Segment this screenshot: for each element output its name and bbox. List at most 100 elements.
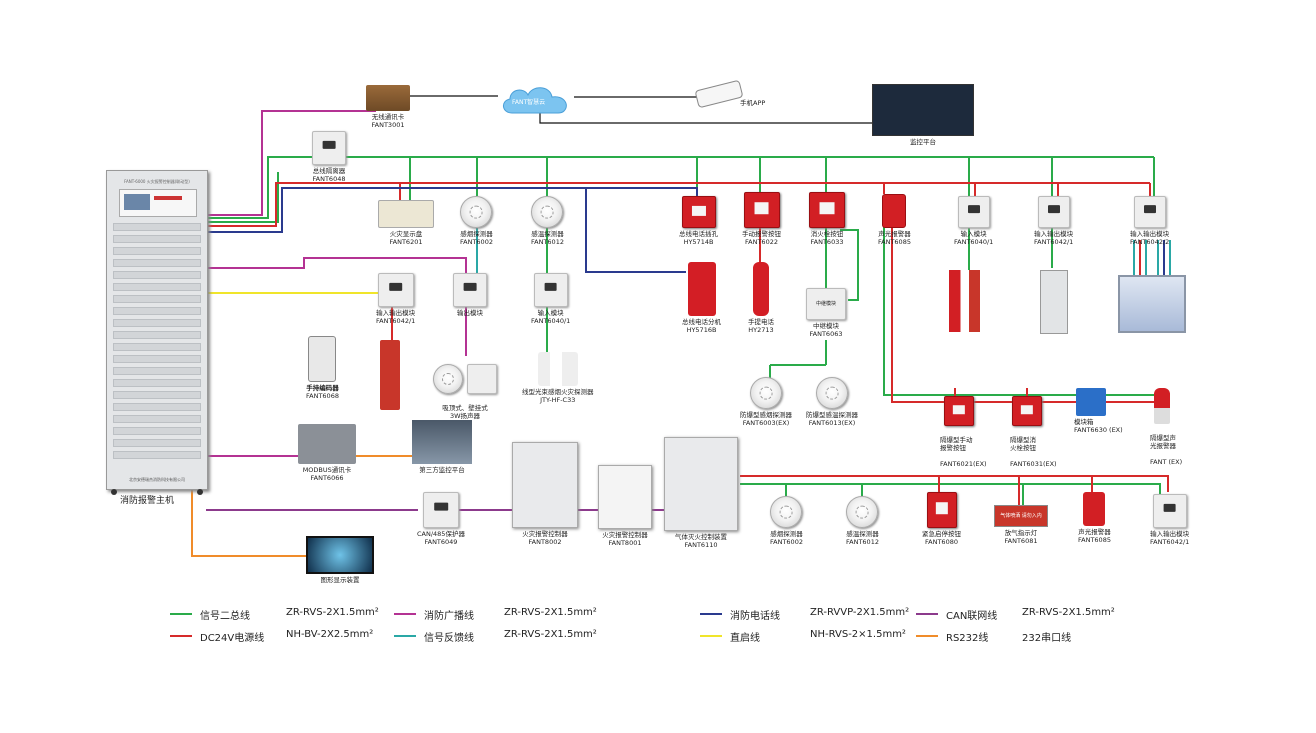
device-model: FANT6110 [684,541,718,549]
graphic-display-icon [306,536,374,574]
cabinet-panel [113,439,201,447]
gas-smoke-detector-icon [770,496,803,528]
ex-sound-light-icon [1154,388,1170,424]
legend-name: CAN联网线 [946,611,998,622]
cabinet-panel [113,427,201,435]
io-module-icon [377,273,414,307]
device-fire-controller: 火灾报警控制器 FANT8002 [512,442,578,546]
fire-controller-icon [512,442,578,528]
device-graphic-display: 图形显示装置 [306,536,374,584]
app-label: 手机APP [740,99,766,107]
legend-swatch [394,635,416,637]
cabinet-panel [113,235,201,243]
cabinet-panel [113,307,201,315]
device-can485: CAN/485保护器 FANT6049 [417,492,465,546]
device-name: 感烟探测器 [770,530,803,538]
gas-heat-detector-icon [846,496,879,528]
device-gas-sound: 声光报警器 FANT6085 [1078,492,1111,544]
device-name: 手持编码器 [306,384,339,392]
monitor-screen-icon [872,84,974,136]
device-ex-heat: 防爆型感温探测器 FANT6013(EX) [806,377,858,427]
cabinet-panel [113,379,201,387]
device-model: FANT6013(EX) [808,419,856,427]
device-io-module-3: 输入输出模块 FANT6042/1 [376,273,415,325]
device-name: 气体灭火控制装置 [675,533,727,541]
cabinet-panel [113,283,201,291]
device-model: HY2713 [748,326,774,334]
device-phone-extension: 总线电话分机 HY5716B [682,262,721,334]
legend-name: 消防广播线 [424,611,474,622]
device-name: 手动报警按钮 [742,230,781,238]
legend-swatch [700,635,722,637]
valve-icon [938,270,994,332]
device-sound-light: 声光报警器 FANT6085 [878,194,911,246]
device-name: 输入输出模块 [1130,230,1170,238]
cloud-label: FANT智慧云 [512,99,546,106]
host-control-panel [119,189,197,217]
cabinet-panel [113,403,201,411]
device-name: 隔爆型声 光报警器 [1150,434,1176,450]
cabinet-panel [113,331,201,339]
device-monitor-platform: 监控平台 [872,84,974,146]
cabinet-panel [113,355,201,363]
device-name: 输入模块 [960,230,987,238]
device-model: FANT6012 [846,538,879,546]
host-panel-text: FANT-6000 火灾报警控制器(联动型) [124,179,190,184]
legend-spec: ZR-RVS-2X1.5mm² [286,607,379,618]
legend-swatch [170,613,192,615]
relay-module-icon: 中继模块 [806,288,846,320]
device-model: FANT6085 [1078,536,1111,544]
legend-spec: 232串口线 [1022,633,1072,644]
device-model: HY5716B [686,326,717,334]
device-model: FANT6049 [424,538,458,546]
device-wireless-card: 无线通讯卡 FANT3001 [366,85,410,129]
device-name: 中继模块 [813,322,839,330]
device-fire-display: 火灾显示盘 FANT6201 [378,200,434,246]
emergency-stop-icon [926,492,957,528]
wireless-card-icon [366,85,410,111]
device-fire-controller-2: 火灾报警控制器 FANT8001 [598,465,652,547]
device-model: FANT6021(EX) [940,460,987,468]
host-printer-slot [154,196,182,200]
host-screen [124,194,150,210]
input-module-icon [533,273,568,307]
device-model: FANT6081 [1004,537,1038,545]
device-phone-jack: 总线电话插孔 HY5714B [679,196,718,246]
device-smoke-detector: 感烟探测器 FANT6002 [460,196,493,246]
legend-name: RS232线 [946,633,989,644]
device-name: 输入输出模块 [376,309,416,317]
legend-swatch [170,635,192,637]
device-model: FANT6031(EX) [1010,460,1057,468]
device-name: 隔爆型手动 报警按钮 [940,436,973,452]
legend-spec: NH-BV-2X2.5mm² [286,629,374,640]
legend-swatch [700,613,722,615]
ex-manual-alarm-icon [944,396,974,426]
device-handset: 手提电话 HY2713 [748,262,774,334]
device-relay-module: 中继模块 中继模块 FANT6063 [806,288,846,338]
cabinet-panel [113,223,201,231]
gas-io-module-icon [1152,494,1187,528]
hydrant-button-icon [809,192,845,228]
device-name: 输入输出模块 [1150,530,1190,538]
ceiling-speaker-icon [433,364,463,394]
device-model: FANT6002 [770,538,803,546]
module-box-icon [1076,388,1106,416]
output-module-icon [453,273,487,307]
cloud-shape-icon [503,87,567,114]
device-model: JTY-HF-C33 [540,396,576,404]
device-model: FANT8001 [608,539,642,547]
device-name: 消火栓按钮 [810,230,844,238]
cabinet-panel [113,295,201,303]
isolator-icon [312,131,346,165]
device-model: FANT8002 [528,538,562,546]
cabinet-wheel [197,489,203,495]
shutter-icon [1118,275,1186,333]
legend-swatch [916,635,938,637]
fire-shutter [1118,275,1186,335]
release-lamp-icon: 气体喷洒 请勿入内 [994,505,1048,527]
device-model: FANT6063 [809,330,843,338]
cabinet-wheel [111,489,117,495]
device-handheld-tester: 手持编码器 FANT6068 [306,336,339,400]
device-name: 第三方监控平台 [419,466,465,474]
